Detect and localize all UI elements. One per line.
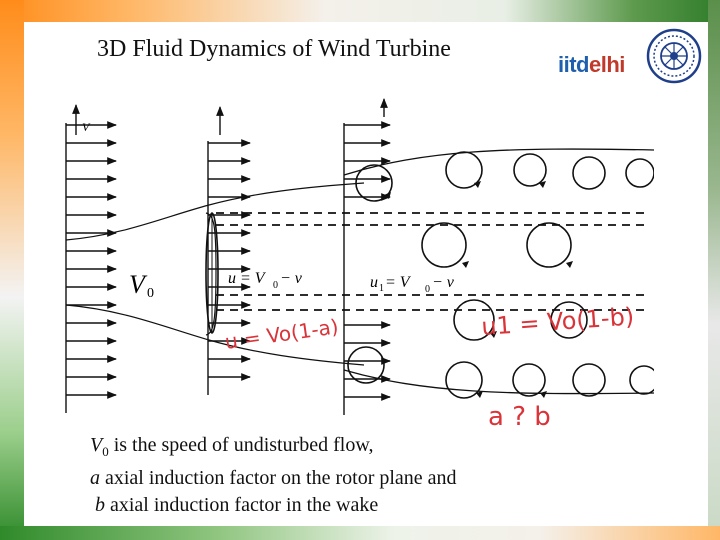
u1-formula-rest: = V bbox=[385, 274, 412, 291]
vortex-rings bbox=[347, 151, 654, 399]
caption-line-1-text: is the speed of undisturbed flow, bbox=[108, 434, 374, 456]
caption-line-1: V0 is the speed of undisturbed flow, bbox=[90, 432, 457, 465]
u-formula-minus: − v bbox=[280, 270, 303, 287]
caption-v0-sub: 0 bbox=[102, 444, 109, 459]
caption-line-3: b axial induction factor in the wake bbox=[90, 492, 457, 519]
u1-formula-sub: 1 bbox=[379, 283, 384, 294]
tricolor-band-top bbox=[0, 0, 720, 22]
v0-big-label: V bbox=[129, 270, 148, 299]
iitd-emblem-icon bbox=[646, 28, 702, 84]
handwritten-u1-formula: u1 = Vo(1-b) bbox=[480, 302, 635, 341]
u-formula: u = V bbox=[228, 270, 267, 287]
caption-line-2: a axial induction factor on the rotor pl… bbox=[90, 465, 457, 492]
u-formula-sub: 0 bbox=[273, 280, 278, 291]
logo-part-iitd: iitd bbox=[558, 52, 590, 77]
tricolor-band-bottom bbox=[0, 526, 720, 540]
caption-a-symbol: a bbox=[90, 467, 100, 489]
tricolor-band-right bbox=[708, 0, 720, 540]
logo-part-elhi: elhi bbox=[589, 52, 625, 77]
caption-b-symbol: b bbox=[95, 494, 105, 516]
u1-formula-sub2: 0 bbox=[425, 284, 430, 295]
handwritten-a-b: a ? b bbox=[488, 402, 551, 430]
u1-formula: u bbox=[370, 274, 378, 291]
slide-card bbox=[24, 22, 708, 526]
caption-line-3-text: axial induction factor in the wake bbox=[105, 494, 379, 516]
rotor-plane-arrows bbox=[208, 139, 251, 381]
caption-line-2-text: axial induction factor on the rotor plan… bbox=[100, 467, 457, 489]
v0-big-sub: 0 bbox=[147, 286, 154, 301]
slide-title: 3D Fluid Dynamics of Wind Turbine bbox=[97, 36, 451, 62]
iitd-logo-text: iitdelhi bbox=[558, 52, 625, 78]
freestream-arrows bbox=[66, 121, 117, 399]
caption: V0 is the speed of undisturbed flow, a a… bbox=[90, 432, 457, 519]
u1-formula-minus: − v bbox=[432, 274, 455, 291]
v0-label-panel1: V bbox=[82, 120, 91, 134]
wind-turbine-flow-diagram: V V 0 u = V 0 bbox=[65, 98, 654, 430]
caption-v0-symbol: V bbox=[90, 434, 103, 456]
handwritten-u-formula: u = Vo(1-a) bbox=[223, 314, 340, 354]
tricolor-band-left bbox=[0, 0, 24, 540]
